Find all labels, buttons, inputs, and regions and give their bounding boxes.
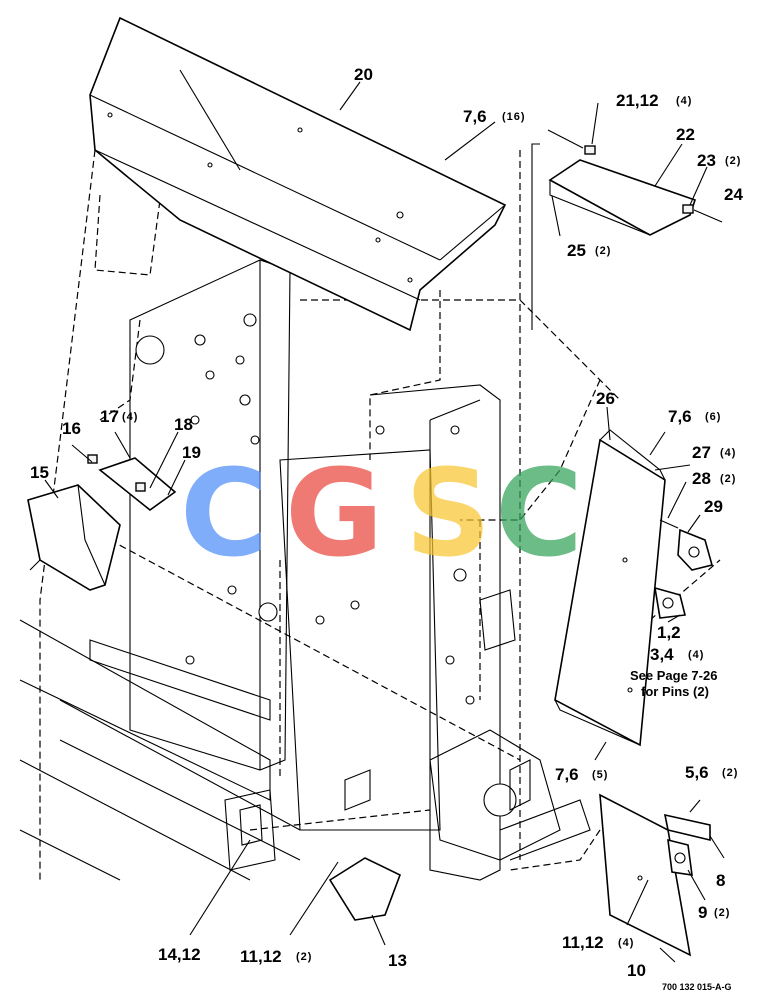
callout-21-12: 21,12 [616, 91, 659, 110]
see-page-note-line1: See Page 7-26 [630, 668, 717, 683]
callout-14-12: 14,12 [158, 945, 201, 964]
callout-26: 26 [596, 389, 615, 408]
mount-plate-part-18 [87, 454, 177, 512]
callout-18: 18 [174, 415, 193, 434]
callout-5-6-qty: (2) [722, 767, 738, 779]
callout-17-qty: (4) [122, 411, 138, 423]
bracket-part-8 [663, 813, 711, 842]
main-frame [19, 149, 721, 881]
callout-10: 10 [627, 961, 646, 980]
callout-7-6-mid-qty: (6) [705, 411, 721, 423]
callout-7-6-top: 7,6 [463, 107, 487, 126]
drawing-number: 700 132 015-A-G [662, 982, 732, 992]
top-shield-part-20 [89, 16, 507, 332]
callout-17: 17 [100, 407, 119, 426]
callout-22: 22 [676, 125, 695, 144]
callouts: 20 7,6 (16) 21,12 (4) 22 23 (2) 24 25 (2… [30, 65, 743, 992]
callout-25: 25 [567, 241, 586, 260]
bracket-part-9 [667, 838, 693, 876]
lower-panel-part-10 [599, 793, 692, 957]
callout-24: 24 [724, 185, 743, 204]
small-shield-part-22 [547, 129, 723, 236]
pin-bracket [654, 586, 686, 619]
callout-28: 28 [692, 469, 711, 488]
callout-1-2: 1,2 [657, 623, 681, 642]
watermark-letter-s: S [405, 445, 491, 584]
watermark: C G S C [180, 445, 583, 584]
callout-23-qty: (2) [725, 155, 741, 167]
right-panel-part-26 [554, 429, 666, 747]
callout-7-6-mid: 7,6 [668, 407, 692, 426]
callout-11-12-b-qty: (4) [618, 937, 634, 949]
watermark-letter-g: G [285, 445, 384, 584]
callout-28-qty: (2) [720, 473, 736, 485]
see-page-note-line2: for Pins (2) [641, 684, 709, 699]
callout-11-12-b: 11,12 [562, 933, 604, 952]
callout-11-12-a-qty: (2) [296, 951, 312, 963]
bracket-part-29 [659, 519, 713, 571]
callout-29: 29 [704, 497, 723, 516]
callout-20: 20 [354, 65, 373, 84]
callout-7-6-low-qty: (5) [592, 769, 608, 781]
callout-19: 19 [182, 443, 201, 462]
callout-16: 16 [62, 419, 81, 438]
callout-3-4-qty: (4) [688, 649, 704, 661]
callout-3-4: 3,4 [650, 645, 674, 664]
callout-27-qty: (4) [720, 447, 736, 459]
callout-27: 27 [692, 443, 711, 462]
callout-15: 15 [30, 463, 49, 482]
leader-lines [44, 81, 725, 963]
left-shield-part-15 [27, 484, 121, 591]
callout-23: 23 [697, 151, 716, 170]
cover-part-13 [328, 857, 402, 921]
callout-5-6: 5,6 [685, 763, 709, 782]
callout-7-6-top-qty: (16) [502, 111, 526, 123]
callout-11-12-a: 11,12 [240, 947, 282, 966]
watermark-letter-c2: C [495, 445, 583, 584]
callout-9-qty: (2) [714, 907, 730, 919]
callout-25-qty: (2) [595, 245, 611, 257]
callout-8: 8 [716, 871, 725, 890]
callout-7-6-low: 7,6 [555, 765, 579, 784]
watermark-letter-c1: C [180, 445, 268, 584]
callout-13: 13 [388, 951, 407, 970]
callout-9: 9 [698, 903, 707, 922]
callout-21-12-qty: (4) [676, 95, 692, 107]
